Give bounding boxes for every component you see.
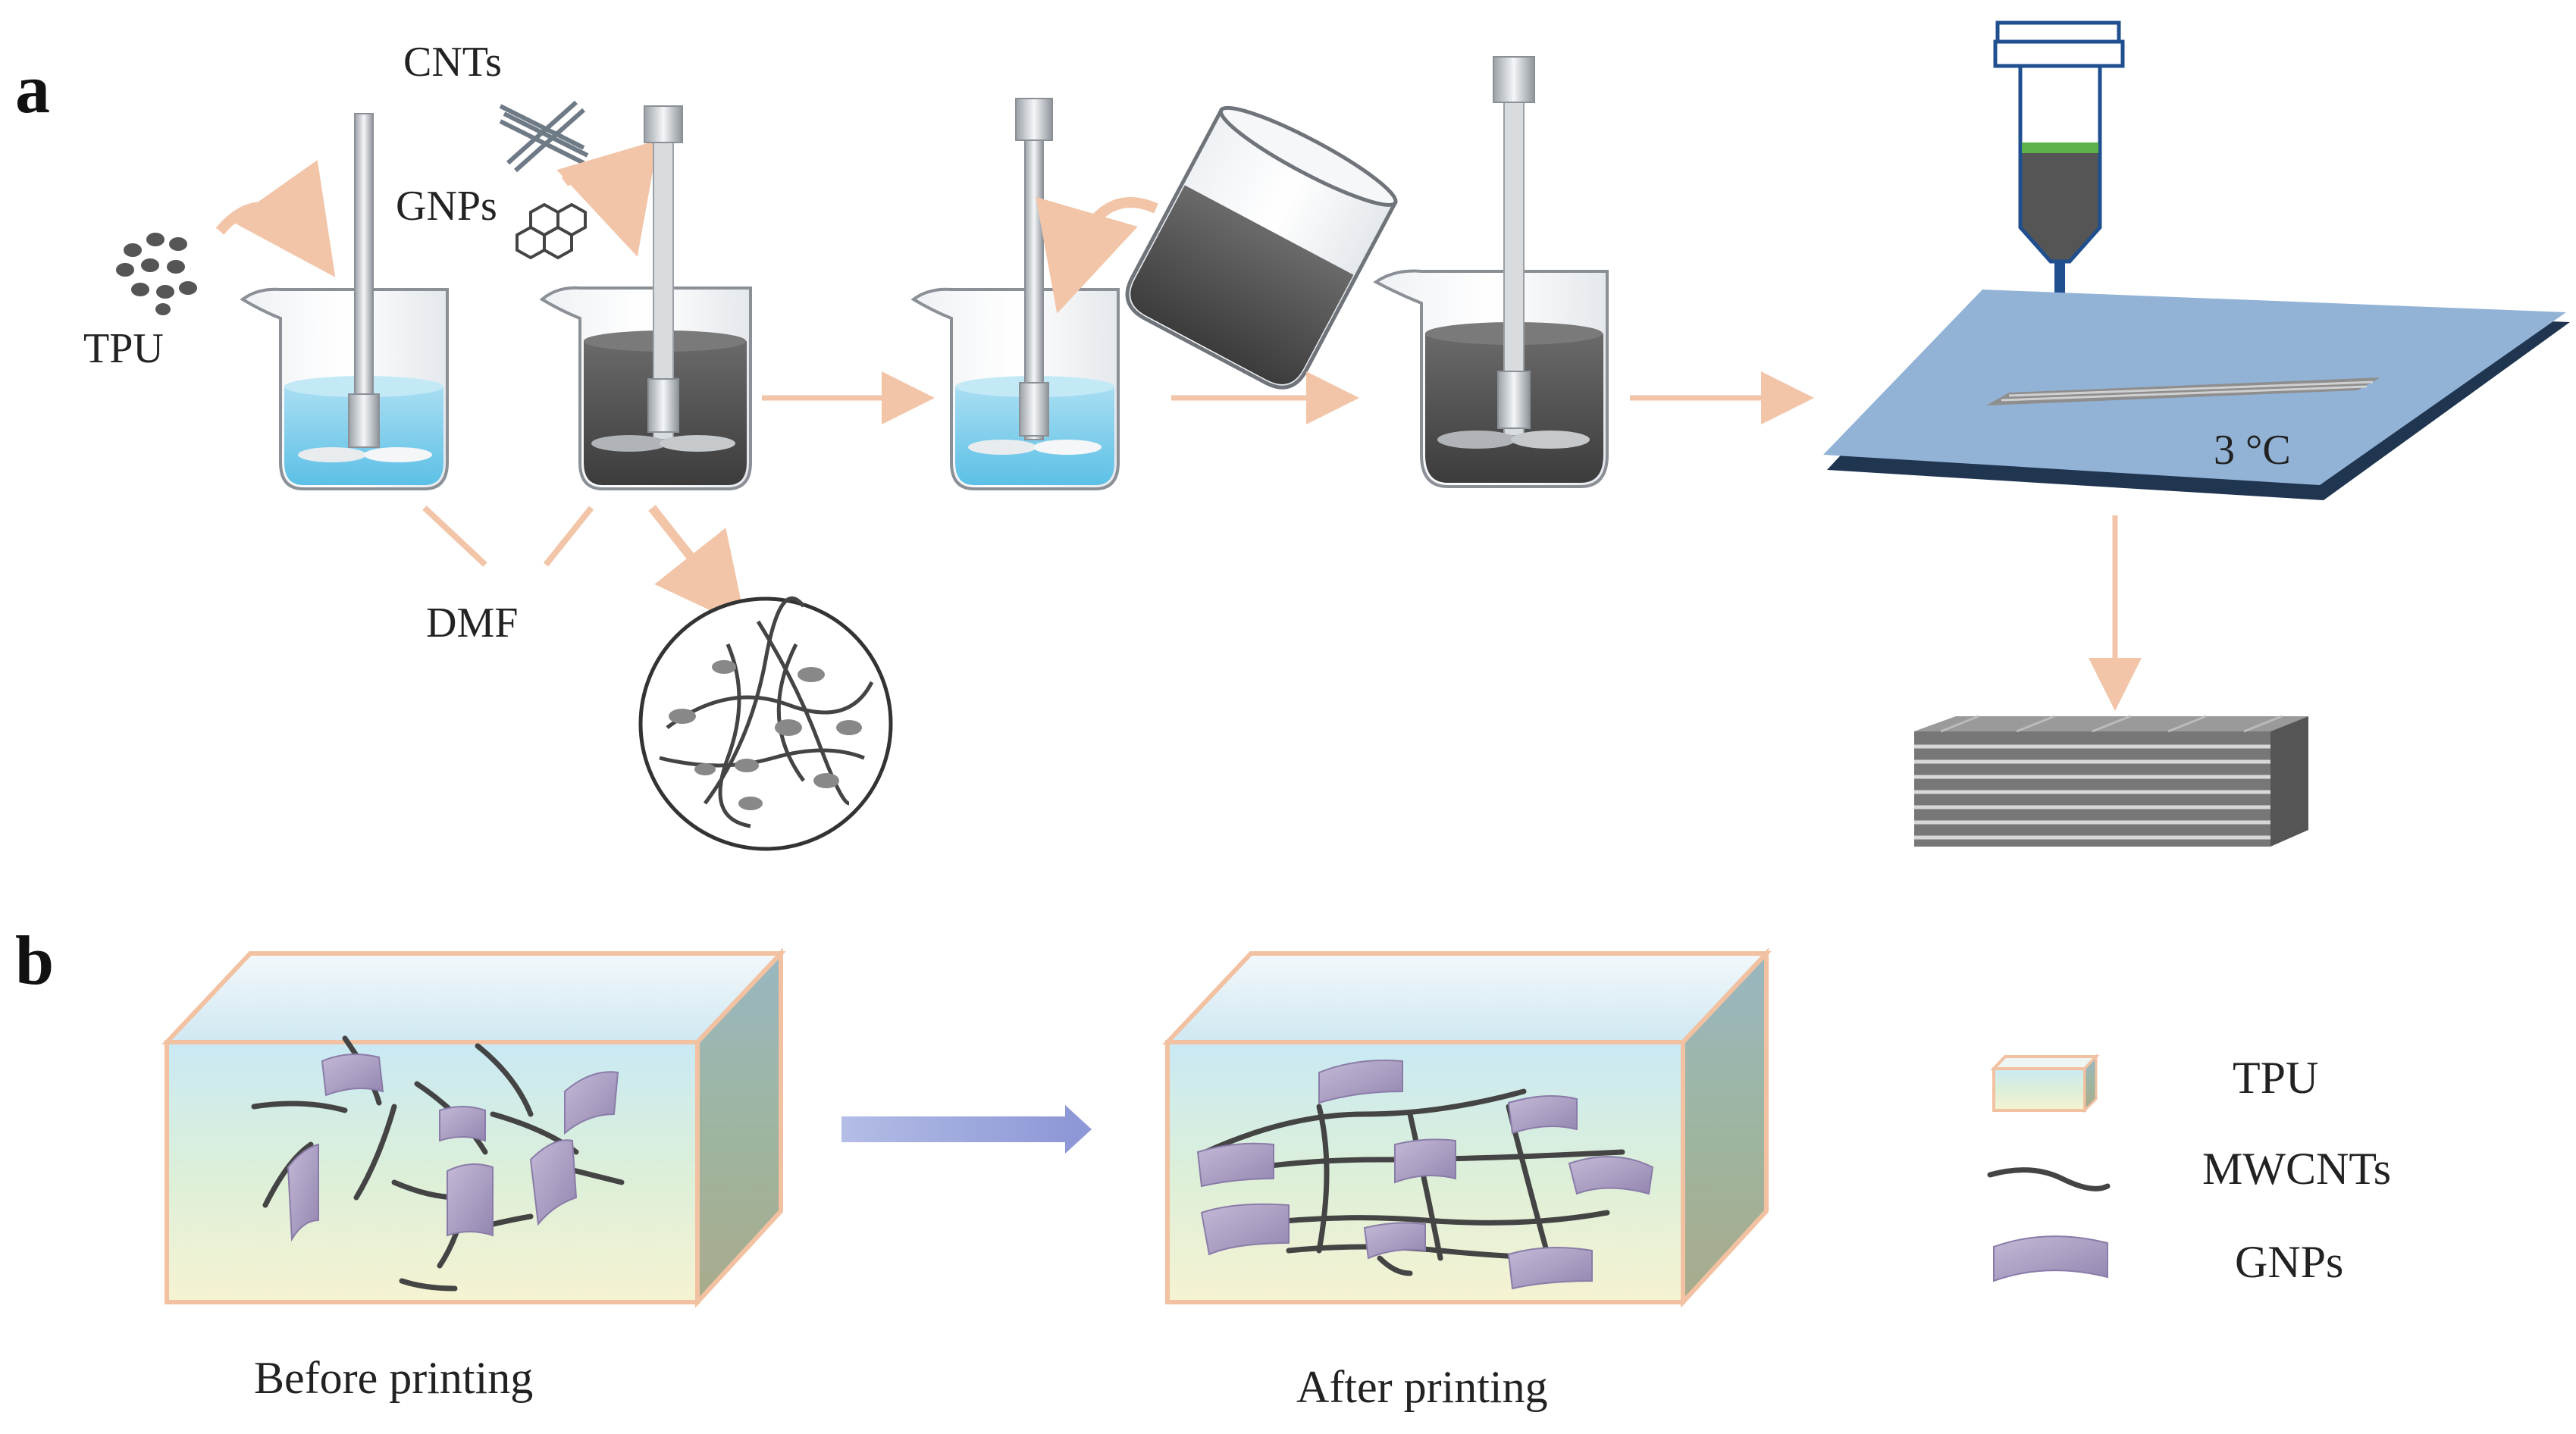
panel-b-label: b bbox=[15, 922, 54, 999]
panel-a-label: a bbox=[15, 50, 50, 127]
add-tpu-arrow bbox=[215, 160, 336, 277]
legend: TPU MWCNTs GNPs bbox=[1987, 1053, 2391, 1287]
beaker-mixed-ink bbox=[1373, 56, 1609, 488]
before-printing-caption: Before printing bbox=[254, 1353, 533, 1403]
temperature-label: 3 °C bbox=[2214, 427, 2291, 474]
gnp-sheet-icon bbox=[1993, 1235, 2108, 1282]
beaker-filler-dispersion bbox=[539, 105, 752, 490]
printing-syringe bbox=[1993, 20, 2125, 378]
cnt-bundle-icon bbox=[499, 100, 589, 173]
dmf-label: DMF bbox=[426, 600, 518, 647]
beaker-tpu-dmf bbox=[240, 113, 449, 490]
dmf-line-right bbox=[543, 506, 594, 567]
cold-plate bbox=[1823, 290, 2570, 500]
gnp-hexagon-icon bbox=[516, 202, 587, 260]
gnps-label: GNPs bbox=[396, 183, 497, 230]
tpu-label: TPU bbox=[83, 325, 164, 372]
tpu-pellets-icon bbox=[116, 233, 197, 315]
legend-tpu-label: TPU bbox=[2233, 1053, 2318, 1103]
mwcnt-fiber-icon bbox=[1987, 1167, 2111, 1191]
before-printing-box bbox=[161, 947, 786, 1308]
legend-gnps-label: GNPs bbox=[2235, 1237, 2343, 1287]
add-fillers-arrow bbox=[556, 139, 659, 257]
legend-mwcnts-label: MWCNTs bbox=[2202, 1144, 2391, 1194]
tpu-block-icon bbox=[1990, 1054, 2100, 1113]
before-after-arrow bbox=[841, 1105, 1092, 1154]
dmf-line-left bbox=[422, 506, 487, 567]
after-printing-box bbox=[1162, 947, 1772, 1308]
cnts-label: CNTs bbox=[403, 39, 502, 86]
printed-lattice-stack bbox=[1914, 715, 2308, 847]
pouring-beaker bbox=[1125, 105, 1398, 390]
microstructure-zoom-circle bbox=[638, 596, 893, 851]
beaker-tpu-solution bbox=[910, 98, 1120, 490]
zoom-arrow bbox=[648, 505, 747, 628]
pour-arrow bbox=[1036, 196, 1158, 314]
after-printing-caption: After printing bbox=[1296, 1362, 1548, 1412]
